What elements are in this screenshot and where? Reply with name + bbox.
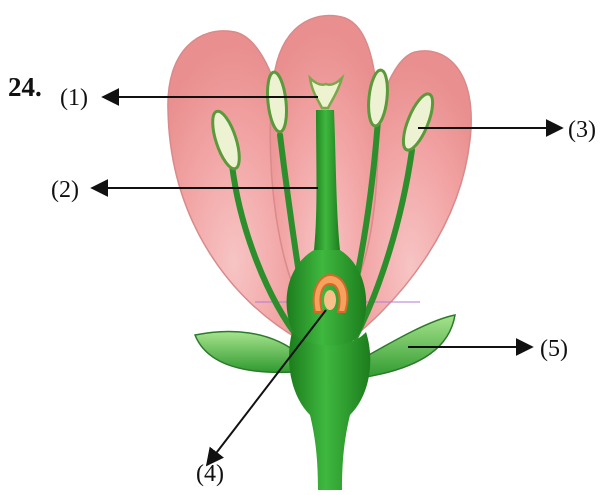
- label-1: (1): [60, 86, 88, 110]
- receptacle: [289, 332, 370, 490]
- sepal-left: [195, 332, 300, 373]
- label-5: (5): [540, 337, 568, 361]
- label-2: (2): [51, 178, 79, 202]
- label-3: (3): [568, 118, 596, 142]
- question-number: 24.: [8, 72, 42, 103]
- label-4: (4): [196, 462, 224, 486]
